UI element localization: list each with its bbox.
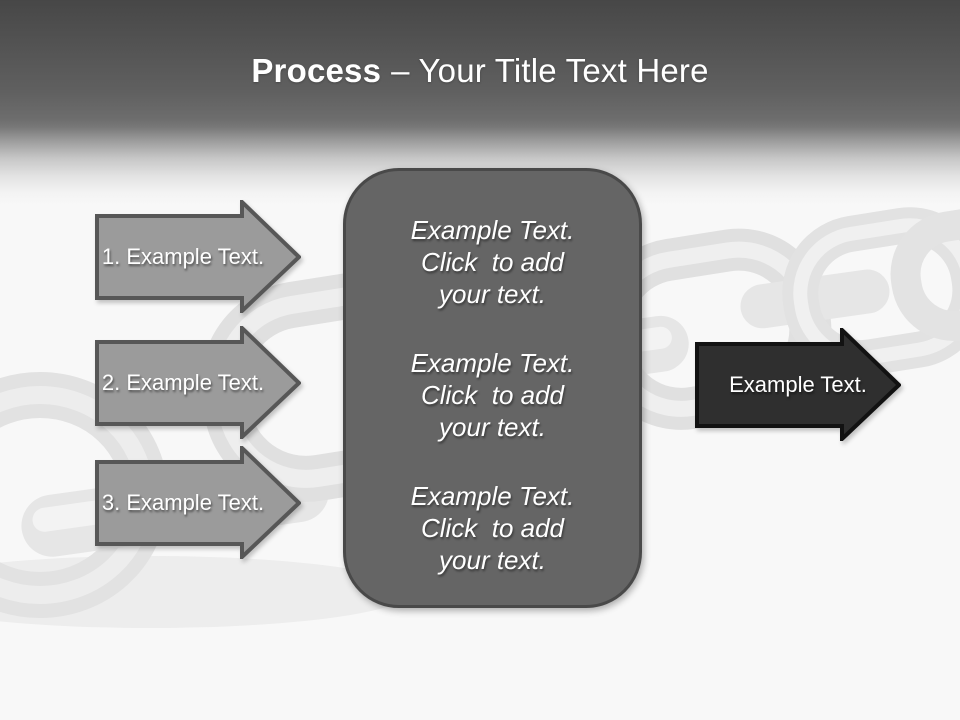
step-arrow-1-label: 1. Example Text. [101, 243, 265, 269]
placeholder-text-2[interactable]: Example Text. Click to add your text. [410, 348, 575, 442]
output-arrow[interactable]: Example Text. [695, 328, 901, 441]
placeholder-text-1[interactable]: Example Text. Click to add your text. [410, 215, 575, 309]
right-arrow-shape-icon [95, 326, 301, 439]
step-arrow-3[interactable]: 3. Example Text. [95, 446, 301, 559]
step-arrow-2[interactable]: 2. Example Text. [95, 326, 301, 439]
right-arrow-shape-icon [695, 328, 901, 441]
center-text-box[interactable]: Example Text. Click to add your text. Ex… [343, 168, 642, 608]
slide-title[interactable]: Process– Your Title Text Here [0, 52, 960, 90]
output-arrow-label: Example Text. [729, 371, 867, 397]
step-arrow-2-label: 2. Example Text. [101, 369, 265, 395]
right-arrow-shape-icon [95, 200, 301, 313]
slide-title-keyword: Process [251, 52, 382, 89]
step-arrow-1[interactable]: 1. Example Text. [95, 200, 301, 313]
right-arrow-shape-icon [95, 446, 301, 559]
step-arrow-3-label: 3. Example Text. [101, 489, 265, 515]
placeholder-text-3[interactable]: Example Text. Click to add your text. [410, 481, 575, 575]
slide-title-text: – Your Title Text Here [391, 52, 709, 89]
